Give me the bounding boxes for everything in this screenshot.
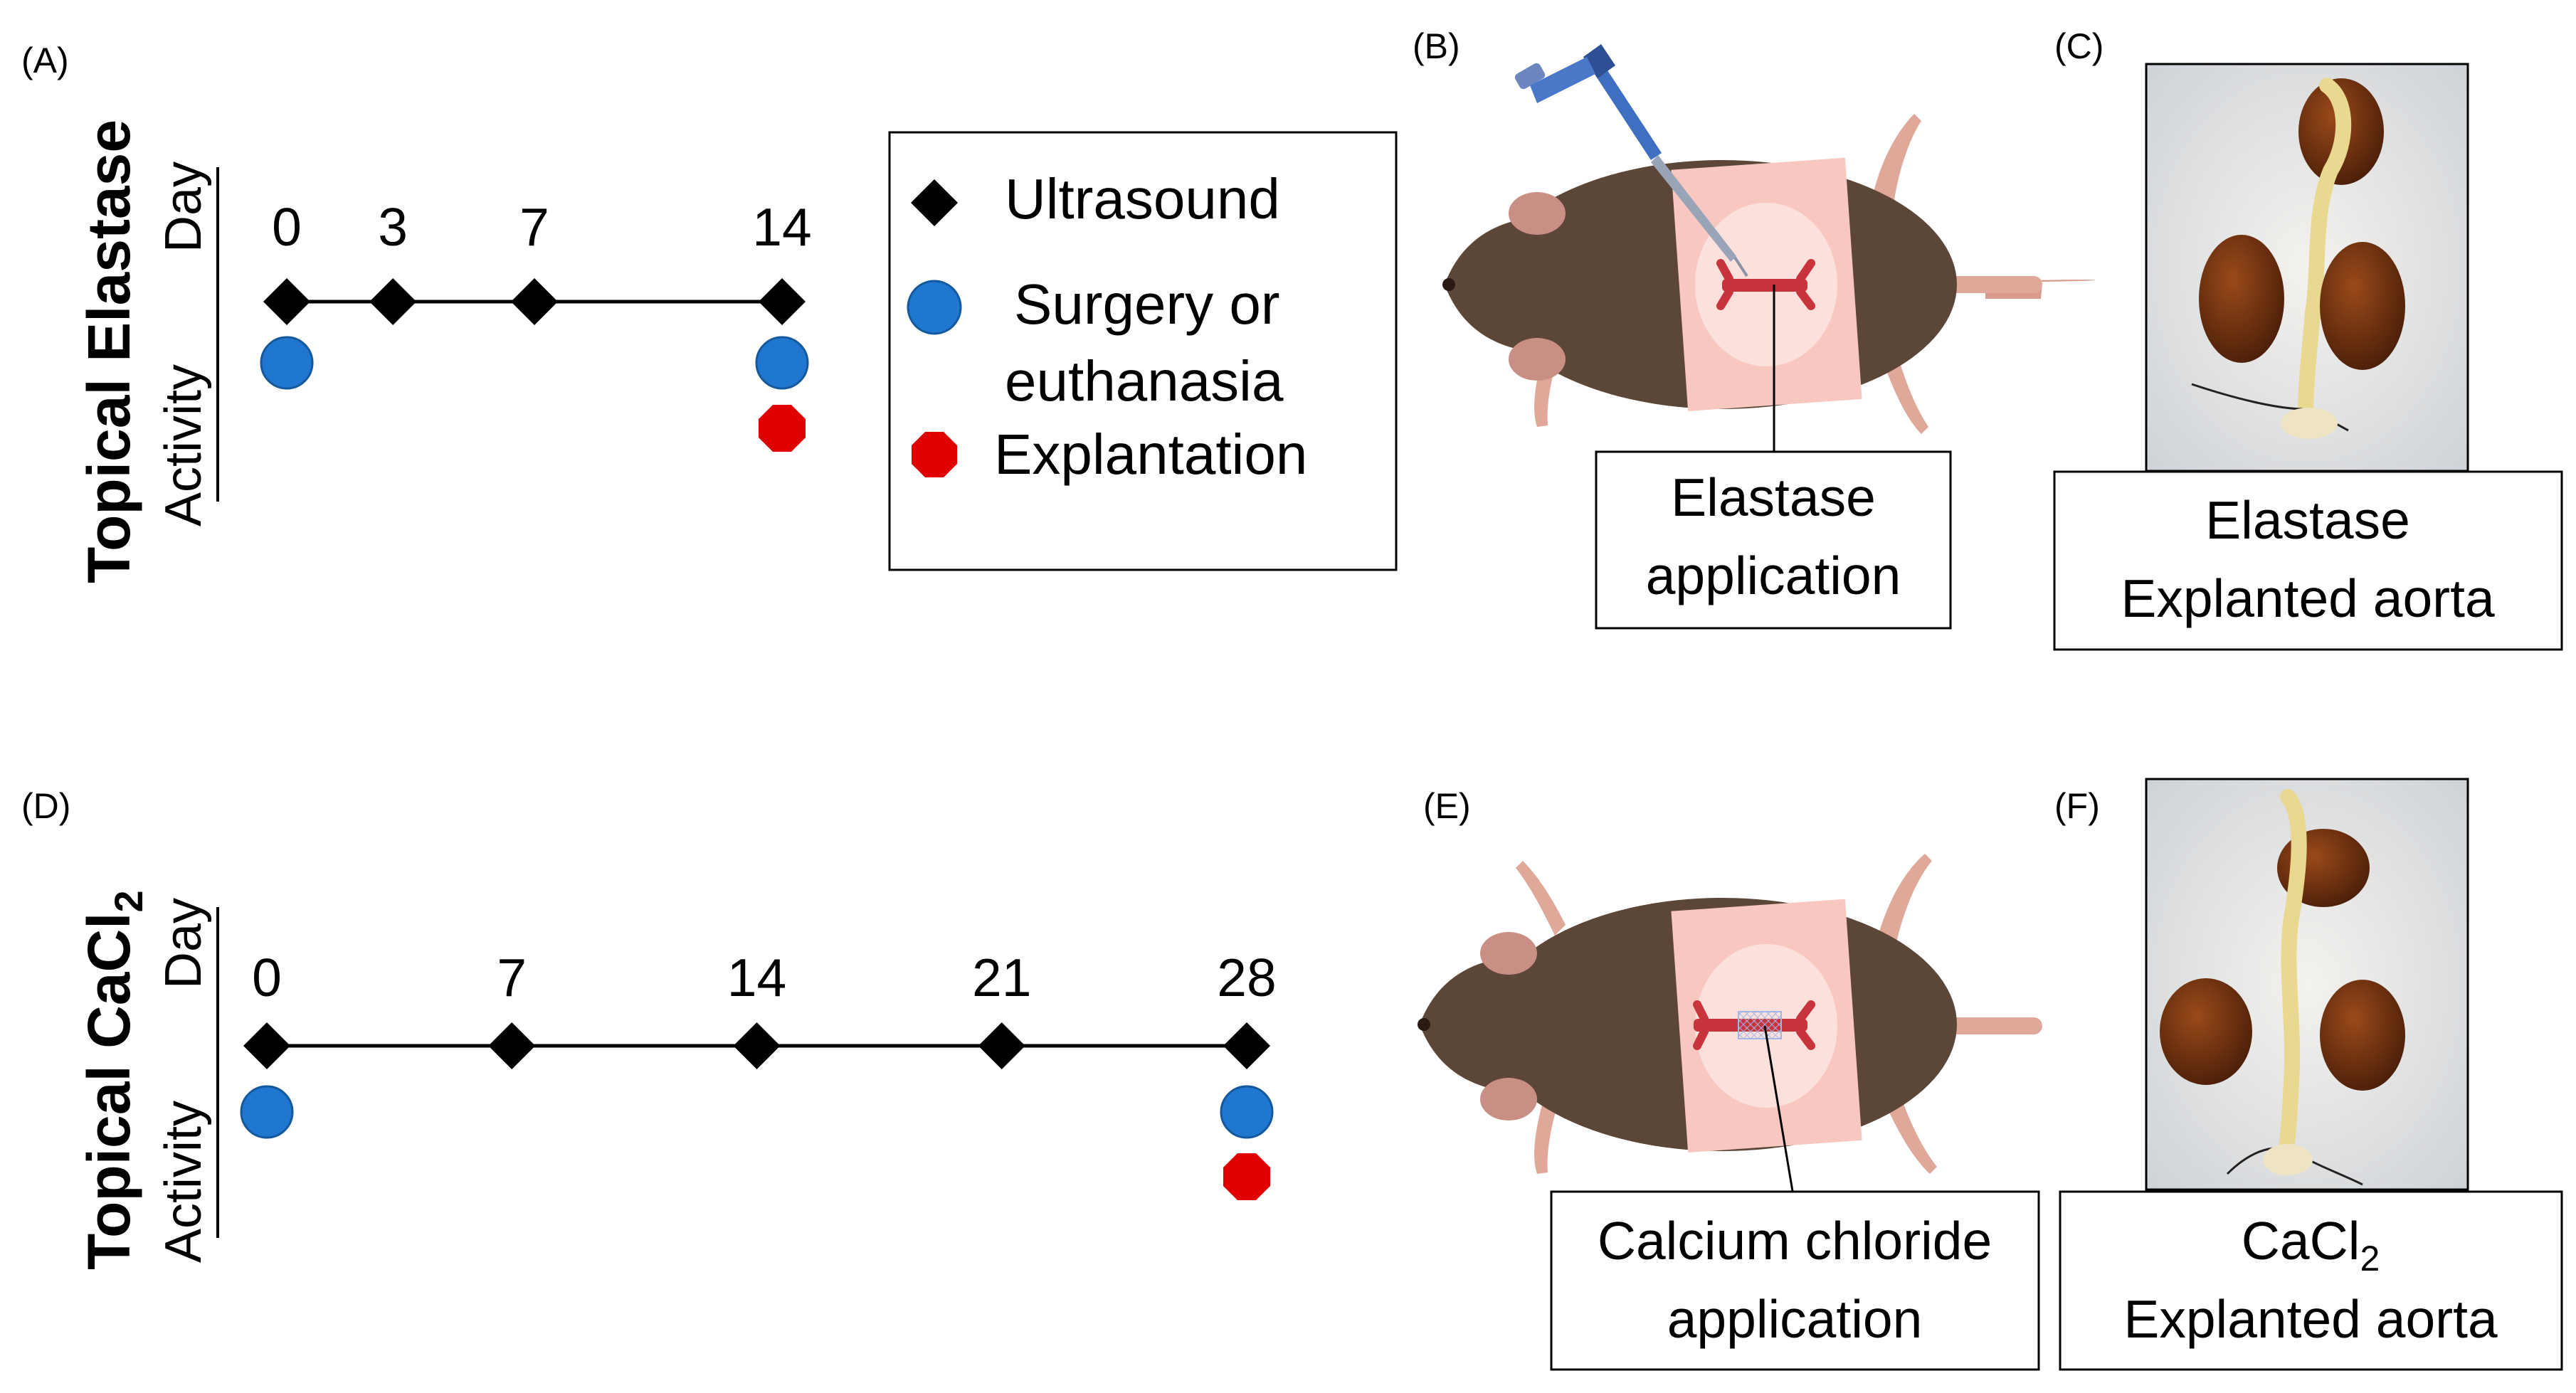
panel-e-caption-line2: application bbox=[1667, 1289, 1923, 1349]
panel-c-letter: (C) bbox=[2054, 26, 2103, 66]
panel-f-letter: (F) bbox=[2054, 786, 2100, 826]
panel-a-surgery-marker bbox=[260, 336, 314, 390]
legend-explantation-label: Explantation bbox=[994, 423, 1307, 486]
mouse-head bbox=[1420, 956, 1590, 1093]
mouse-illustration-elastase bbox=[1442, 44, 2096, 455]
panel-e: (E) Calcium chloride application bbox=[1418, 786, 2042, 1371]
panel-e-caption-box bbox=[1550, 1190, 2040, 1371]
panel-d-ultrasound-marker bbox=[1223, 1022, 1270, 1069]
panel-a: (A) Topical Elastase Day Activity 0 3 7 14 bbox=[21, 41, 812, 583]
panel-d-explantation-marker bbox=[1223, 1153, 1270, 1200]
legend-surgery-label-line1: Surgery or bbox=[1014, 272, 1279, 336]
panel-a-timeline: 0 3 7 14 bbox=[260, 197, 812, 452]
panel-b-letter: (B) bbox=[1413, 26, 1460, 66]
panel-d-surgery-marker bbox=[240, 1085, 294, 1139]
panel-d-ultrasound-marker bbox=[978, 1022, 1025, 1069]
panel-d: (D) Topical CaCl2 Day Activity 0 7 14 21 28 bbox=[21, 786, 1277, 1270]
panel-d-letter: (D) bbox=[21, 786, 70, 826]
panel-d-day-label: Day bbox=[155, 898, 212, 989]
panel-a-day-tick-label: 7 bbox=[519, 197, 549, 257]
panel-f-caption-line2: Explanted aorta bbox=[2123, 1289, 2498, 1349]
panel-c-caption-line1: Elastase bbox=[2205, 490, 2410, 550]
panel-a-day-tick-label: 14 bbox=[752, 197, 811, 257]
panel-c-caption-line2: Explanted aorta bbox=[2121, 568, 2495, 628]
panel-a-ultrasound-marker bbox=[511, 278, 558, 325]
mouse-head bbox=[1445, 216, 1615, 353]
panel-b-caption-line1: Elastase bbox=[1671, 467, 1876, 527]
panel-d-day-tick-label: 21 bbox=[972, 948, 1031, 1007]
panel-d-surgery-marker bbox=[1220, 1085, 1274, 1139]
legend-box bbox=[888, 131, 1398, 571]
panel-a-surgery-marker bbox=[755, 336, 809, 390]
panel-a-ultrasound-marker bbox=[369, 278, 417, 325]
legend-ultrasound-label: Ultrasound bbox=[1005, 167, 1280, 231]
panel-f-caption-box bbox=[2059, 1190, 2563, 1371]
explanted-aorta-photo-cacl2 bbox=[2145, 778, 2469, 1191]
panel-a-day-label: Day bbox=[155, 161, 212, 253]
panel-c-caption-box bbox=[2053, 470, 2563, 651]
panel-a-explantation-marker bbox=[759, 405, 806, 452]
panel-d-day-tick-label: 14 bbox=[727, 948, 786, 1007]
panel-d-timeline: 0 7 14 21 28 bbox=[240, 948, 1277, 1200]
panel-b: (B) bbox=[1413, 26, 2096, 630]
aorta-graphic bbox=[1722, 279, 1807, 292]
panel-a-ultrasound-marker bbox=[759, 278, 806, 325]
legend-surgery-dot bbox=[907, 280, 962, 335]
panel-d-day-tick-label: 28 bbox=[1217, 948, 1276, 1007]
callout-line-e bbox=[1763, 1025, 1795, 1196]
panel-d-ultrasound-marker bbox=[243, 1022, 290, 1069]
panel-d-day-tick-label: 7 bbox=[497, 948, 527, 1007]
legend: Ultrasound Surgery or euthanasia Explant… bbox=[888, 131, 1398, 571]
panel-b-caption-line2: application bbox=[1646, 546, 1901, 605]
explanted-aorta-photo-elastase bbox=[2145, 63, 2469, 472]
panel-d-model-title: Topical CaCl2 bbox=[75, 890, 151, 1270]
pipette-icon bbox=[1514, 44, 1748, 277]
panel-d-model-title-subscript: 2 bbox=[106, 890, 151, 912]
panel-f-caption-subscript: 2 bbox=[2360, 1239, 2380, 1278]
panel-f-caption-line1: CaCl2 bbox=[2242, 1211, 2380, 1278]
legend-ultrasound-diamond bbox=[911, 179, 958, 226]
panel-c: (C) Elastase Explanted aorta bbox=[2053, 26, 2563, 651]
mouse-illustration-cacl2 bbox=[1418, 854, 2042, 1196]
panel-a-day-tick-label: 0 bbox=[272, 197, 302, 257]
panel-a-day-tick-label: 3 bbox=[378, 197, 408, 257]
panel-a-ultrasound-marker bbox=[263, 278, 310, 325]
panel-d-ultrasound-marker bbox=[733, 1022, 781, 1069]
panel-e-caption-line1: Calcium chloride bbox=[1598, 1211, 1992, 1271]
legend-explantation-octagon bbox=[912, 432, 957, 477]
panel-d-ultrasound-marker bbox=[488, 1022, 536, 1069]
panel-d-day-tick-label: 0 bbox=[252, 948, 282, 1007]
panel-f-caption-main: CaCl bbox=[2242, 1211, 2360, 1271]
panel-b-caption-box bbox=[1595, 450, 1952, 630]
legend-surgery-label-line2: euthanasia bbox=[1005, 349, 1284, 413]
panel-a-activity-label: Activity bbox=[155, 364, 212, 526]
panel-d-activity-label: Activity bbox=[155, 1101, 212, 1263]
gauze-patch bbox=[1738, 1011, 1782, 1039]
panel-e-letter: (E) bbox=[1423, 786, 1471, 826]
panel-a-model-title: Topical Elastase bbox=[75, 120, 142, 583]
panel-f: (F) CaCl2 Explanted aorta bbox=[2054, 778, 2563, 1371]
mouse-fore-leg-upper bbox=[1516, 861, 1566, 936]
panel-d-model-title-main: Topical CaCl bbox=[75, 912, 142, 1270]
panel-a-letter: (A) bbox=[21, 41, 69, 80]
